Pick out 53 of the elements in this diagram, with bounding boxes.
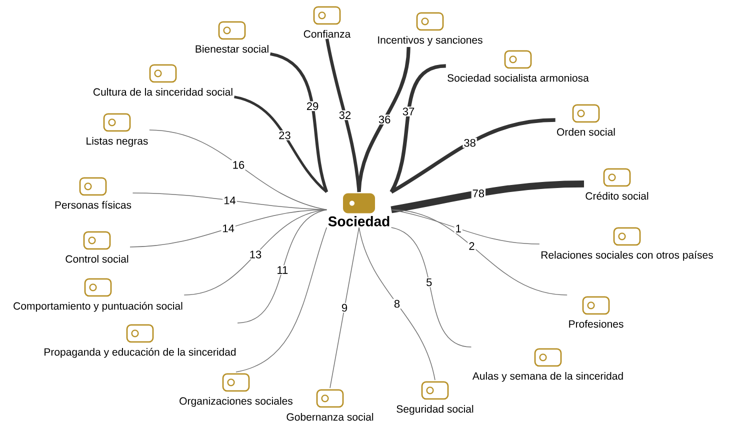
- edge-label: 23: [279, 131, 290, 140]
- connector-line: [237, 209, 328, 324]
- connector-line: [236, 227, 328, 372]
- connector-line: [234, 96, 328, 193]
- connector-line: [132, 192, 328, 210]
- connector-line: [390, 118, 556, 194]
- topic-label: Personas físicas: [55, 200, 132, 209]
- connector-line: [325, 38, 361, 192]
- edge-label: 14: [224, 196, 236, 204]
- topic-label: Aulas y semana de la sinceridad: [472, 372, 623, 382]
- connector-line: [358, 227, 436, 380]
- topic-label: Sociedad socialista armoniosa: [448, 74, 589, 82]
- edge-label: 32: [339, 111, 351, 120]
- topic-label: Relaciones sociales con otros países: [542, 250, 713, 261]
- central-topic-label: Sociedad: [328, 216, 390, 226]
- connector-line: [184, 209, 328, 296]
- topic-label: Seguridad social: [396, 405, 474, 415]
- topic-label: Organizaciones sociales: [180, 397, 292, 407]
- edge-label: 5: [426, 278, 432, 286]
- topic-label: Confianza: [304, 30, 351, 38]
- topic-label: Propaganda y educación de la sinceridad: [44, 348, 236, 358]
- connector-line: [149, 130, 328, 210]
- connector-line: [390, 180, 584, 214]
- topic-label: Comportamiento y puntuación social: [14, 302, 182, 312]
- connector-line: [390, 64, 446, 193]
- edge-label: 8: [394, 300, 400, 308]
- connector-line: [390, 209, 568, 296]
- connector-line: [330, 227, 360, 388]
- topic-label: Profesiones: [569, 320, 624, 328]
- edge-label: 78: [472, 190, 484, 198]
- edge-label: 1: [456, 224, 461, 232]
- topic-label: Gobernanza social: [286, 413, 374, 421]
- edge-label: 11: [278, 266, 288, 274]
- connector-line: [357, 46, 410, 192]
- topic-label: Orden social: [557, 128, 615, 136]
- edge-label: 13: [250, 250, 262, 258]
- edge-label: 14: [223, 224, 234, 232]
- topic-label: Listas negras: [86, 137, 148, 147]
- topic-label: Cultura de la sinceridad social: [94, 88, 232, 96]
- edge-label: 38: [464, 138, 476, 147]
- edge-label: 16: [233, 161, 244, 169]
- topic-label: Control social: [66, 255, 128, 263]
- edge-label: 9: [342, 304, 348, 312]
- edge-label: 29: [306, 102, 318, 110]
- topic-label: Bienestar social: [196, 45, 268, 53]
- topic-label: Incentivos y sanciones: [378, 36, 482, 46]
- topic-label: Crédito social: [586, 192, 648, 200]
- connector-line: [390, 227, 472, 348]
- edge-label: 37: [402, 108, 414, 116]
- edge-label: 36: [378, 116, 390, 124]
- connector-line: [270, 52, 328, 192]
- connector-line: [390, 209, 540, 244]
- edge-label: 2: [469, 242, 474, 250]
